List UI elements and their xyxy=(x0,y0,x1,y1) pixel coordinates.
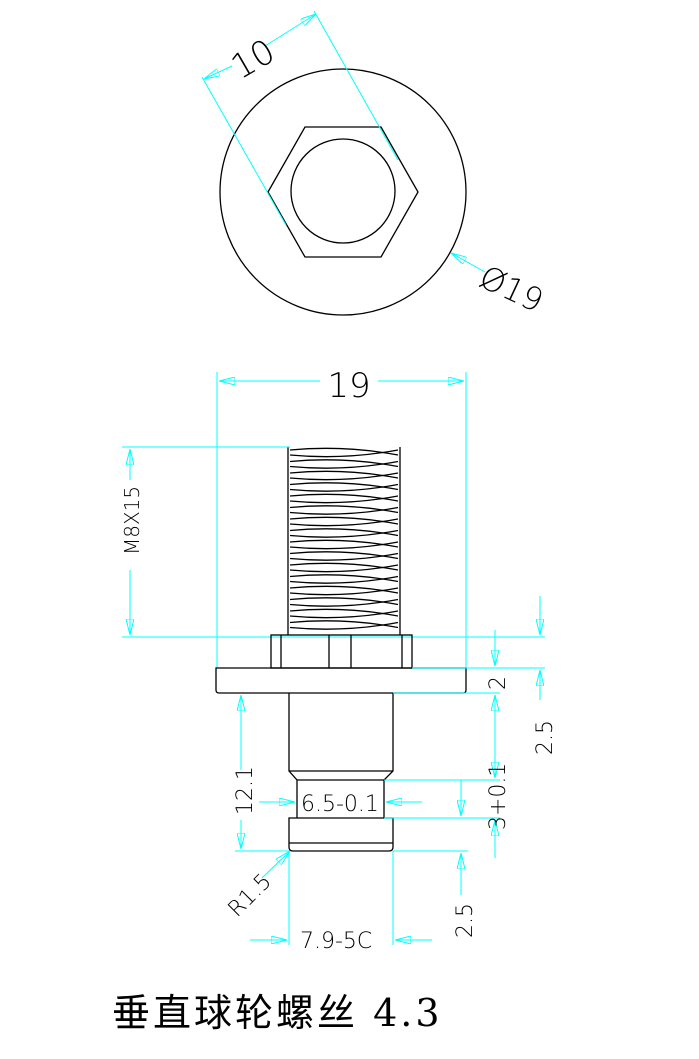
thread-crest xyxy=(289,447,399,458)
extension-line xyxy=(313,10,399,161)
thread-crest xyxy=(289,539,399,550)
thread-crest xyxy=(289,528,399,538)
thread-crest xyxy=(289,516,399,527)
nut-offset-label: 2.5 xyxy=(533,720,558,755)
bottom-offset-label: 2.5 xyxy=(453,903,478,938)
collar xyxy=(288,817,394,852)
dimension-arrow xyxy=(204,65,233,79)
thread-crest xyxy=(289,562,399,573)
dimension-arrow xyxy=(264,14,316,47)
thread-crest xyxy=(289,597,399,607)
inner-circle xyxy=(290,138,396,244)
hex-dimension-label: 10 xyxy=(225,32,282,88)
leader-arrow xyxy=(261,851,290,879)
hex-socket xyxy=(267,126,419,258)
thread-crest xyxy=(289,574,399,584)
top-view: 10 Ø19 xyxy=(201,10,550,320)
dimension-arrow xyxy=(451,253,486,273)
width-label: 19 xyxy=(327,366,370,406)
drawing-title: 垂直球轮螺丝 4.3 xyxy=(112,991,443,1035)
flange-thickness-label: 2 xyxy=(486,676,511,690)
thread-crest xyxy=(289,620,399,630)
thread-crest xyxy=(289,551,399,561)
thread-crest xyxy=(289,459,399,469)
thread-spec-label: M8X15 xyxy=(120,486,144,555)
shank xyxy=(288,693,394,818)
groove-width-label: 3+0.1 xyxy=(486,763,511,830)
thread xyxy=(289,447,399,630)
fillet-radius-label: R1.5 xyxy=(224,869,277,922)
side-view: 19 M8X15 2 2.5 3+0.1 6.5-0.1 xyxy=(120,366,558,954)
thread-crest xyxy=(289,470,399,481)
groove-diameter-label: 6.5-0.1 xyxy=(301,792,379,817)
diameter-label: Ø19 xyxy=(474,258,550,320)
thread-crest xyxy=(289,482,399,492)
collar-diameter-label: 7.9-5C xyxy=(300,929,372,954)
extension-line xyxy=(201,76,287,226)
thread-crest xyxy=(289,505,399,515)
thread-crest xyxy=(289,608,399,619)
thread-crest xyxy=(289,585,399,596)
outer-circle xyxy=(219,68,467,316)
hex-nut xyxy=(270,634,413,669)
thread-crest xyxy=(289,493,399,504)
flange xyxy=(215,667,467,694)
shank-length-label: 12.1 xyxy=(233,766,258,815)
